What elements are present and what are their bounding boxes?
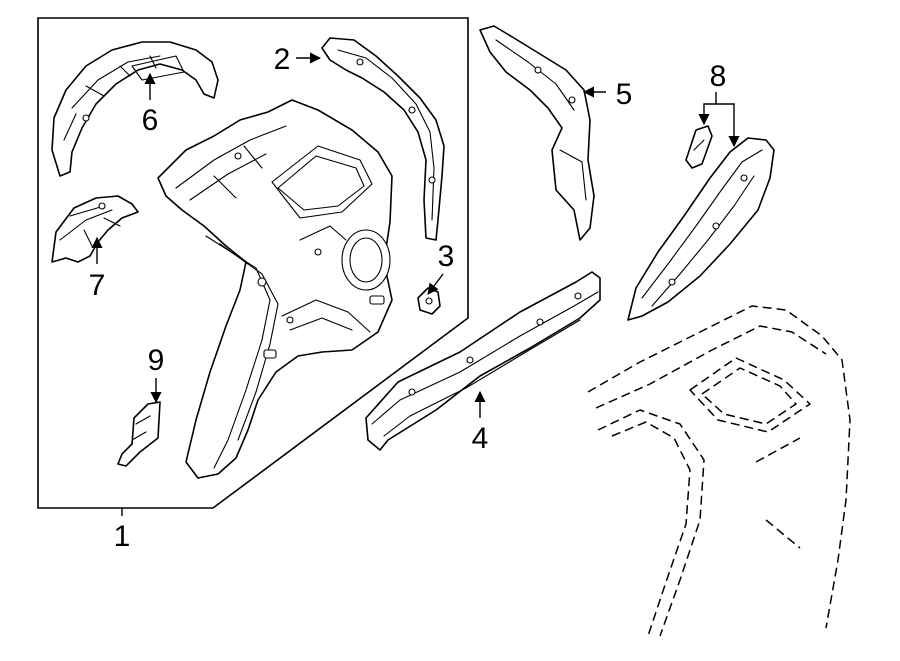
callout-8: 8 <box>710 60 727 93</box>
part-5-pillar-bracket[interactable] <box>479 25 595 241</box>
outer-body-reference <box>587 305 851 637</box>
part-6-wheelhouse-liner[interactable] <box>51 41 219 177</box>
callout-6: 6 <box>142 104 159 137</box>
part-8-upper-rail[interactable] <box>627 137 775 321</box>
part-9-bracket[interactable] <box>117 401 161 467</box>
callout-4: 4 <box>472 422 489 455</box>
callout-7: 7 <box>89 269 106 302</box>
part-8-clip[interactable] <box>685 125 713 169</box>
callout-1: 1 <box>114 520 131 553</box>
part-7-bracket[interactable] <box>51 195 139 263</box>
part-4-side-rail[interactable] <box>365 271 601 451</box>
callout-3: 3 <box>438 240 455 273</box>
callout-2: 2 <box>274 43 291 76</box>
callout-9: 9 <box>148 344 165 377</box>
part-1-quarter-inner-panel[interactable] <box>157 99 393 479</box>
callout-leaders <box>91 52 740 516</box>
assembly-frame <box>37 17 469 509</box>
part-2-reinforcement[interactable] <box>321 37 445 241</box>
callout-5: 5 <box>616 78 633 111</box>
